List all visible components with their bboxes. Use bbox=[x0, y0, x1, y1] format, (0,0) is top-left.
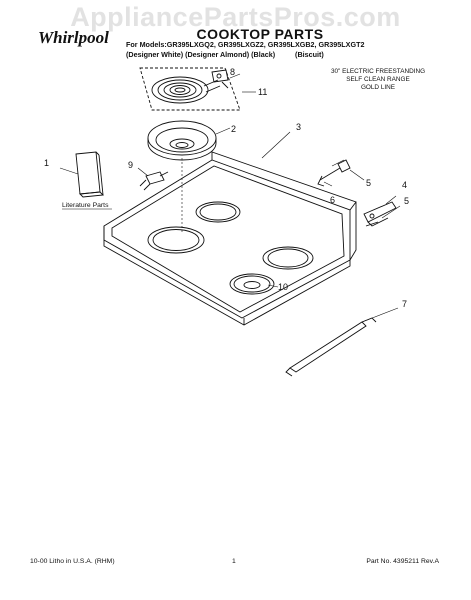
range-note-line-1: 30" ELECTRIC FREESTANDING bbox=[330, 68, 426, 75]
part-5-screw-lower bbox=[365, 221, 379, 227]
callout-3: 3 bbox=[296, 122, 301, 132]
page-title: COOKTOP PARTS bbox=[196, 26, 324, 42]
part-1-literature-booklet bbox=[75, 151, 104, 198]
range-note-line-3: GOLD LINE bbox=[360, 84, 396, 91]
callout-8: 8 bbox=[230, 67, 235, 77]
brand-logo: Whirlpool bbox=[38, 28, 109, 47]
burner-opening-right-front bbox=[229, 273, 275, 295]
range-note-line-2: SELF CLEAN RANGE bbox=[346, 76, 410, 83]
burner-opening-left-front bbox=[147, 226, 205, 254]
callout-5-lower: 5 bbox=[404, 196, 409, 206]
burner-opening-right-rear bbox=[262, 246, 314, 270]
part-8-terminal bbox=[211, 69, 229, 89]
footer-page-number: 1 bbox=[232, 558, 236, 565]
part-2-drip-bowl bbox=[147, 120, 217, 161]
leader-lines bbox=[215, 73, 401, 323]
callout-1: 1 bbox=[44, 158, 49, 168]
part-6-screw bbox=[317, 159, 351, 187]
watermark: AppliancePartsPros.com bbox=[70, 2, 401, 32]
variants-line: (Designer White) (Designer Almond) (Blac… bbox=[126, 50, 324, 59]
part-7-rod bbox=[285, 317, 377, 377]
callout-7: 7 bbox=[402, 299, 407, 309]
callout-4: 4 bbox=[402, 180, 407, 190]
callout-2: 2 bbox=[231, 124, 236, 134]
part-4-hinge-clip bbox=[363, 201, 397, 227]
part-11-coil-element-group bbox=[139, 67, 241, 111]
literature-parts-label: Literature Parts bbox=[62, 202, 109, 209]
callout-10: 10 bbox=[278, 282, 288, 292]
callout-6: 6 bbox=[330, 195, 335, 205]
burner-opening-left-rear bbox=[195, 201, 241, 223]
footer-part-number: Part No. 4395211 Rev.A bbox=[366, 558, 439, 565]
range-note: 30" ELECTRIC FREESTANDING SELF CLEAN RAN… bbox=[318, 68, 438, 92]
callout-5-upper: 5 bbox=[366, 178, 371, 188]
models-line: For Models:GR395LXGQ2, GR395LXGZ2, GR395… bbox=[126, 40, 365, 49]
part-3-cooktop bbox=[103, 151, 357, 326]
callout-11: 11 bbox=[258, 87, 267, 97]
callout-9: 9 bbox=[128, 160, 133, 170]
part-5-screw-upper bbox=[331, 159, 345, 167]
part-9-connector bbox=[139, 171, 169, 191]
footer-litho: 10-00 Litho in U.S.A. (RHM) bbox=[30, 558, 115, 565]
